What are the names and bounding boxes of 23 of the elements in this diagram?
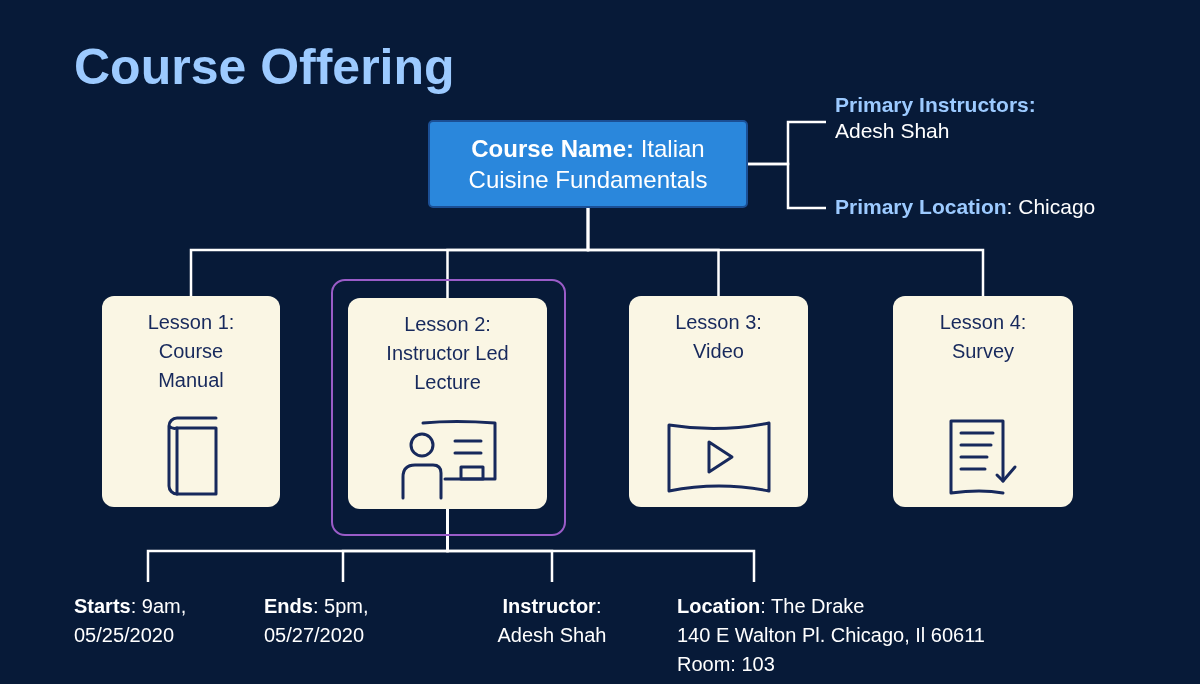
detail-text: 140 E Walton Pl. Chicago, Il 60611: [677, 623, 986, 648]
connector-line: [446, 509, 756, 582]
side-heading: Primary Instructors:: [835, 92, 1037, 118]
title: Course Offering: [74, 38, 455, 96]
lesson-title: Lesson 3: Video: [674, 310, 763, 364]
detail-text: Instructor: Adesh Shah: [496, 594, 608, 648]
lesson-title: Lesson 1: Course Manual: [146, 310, 236, 393]
detail-text: Primary Location: Chicago: [835, 194, 1097, 220]
lesson-title: Lesson 4: Survey: [938, 310, 1028, 364]
lesson-card: [102, 296, 280, 507]
lesson-title: Lesson 2: Instructor Led Lecture: [385, 312, 510, 395]
lesson-card: [629, 296, 808, 507]
detail-text: Ends: 5pm, 05/27/2020: [264, 594, 370, 648]
detail-text: Location: The Drake: [677, 594, 866, 619]
lesson-card: [348, 298, 547, 509]
connector-line: [586, 208, 985, 296]
detail-text: Starts: 9am, 05/25/2020: [74, 594, 188, 648]
detail-text: Adesh Shah: [835, 118, 951, 144]
highlight-frame: [331, 279, 566, 536]
course-name-box: Course Name: Italian Cuisine Fundamentals: [428, 120, 748, 208]
detail-text: Room: 103: [677, 652, 776, 677]
connector-line: [748, 162, 826, 210]
lesson-card: [893, 296, 1073, 507]
